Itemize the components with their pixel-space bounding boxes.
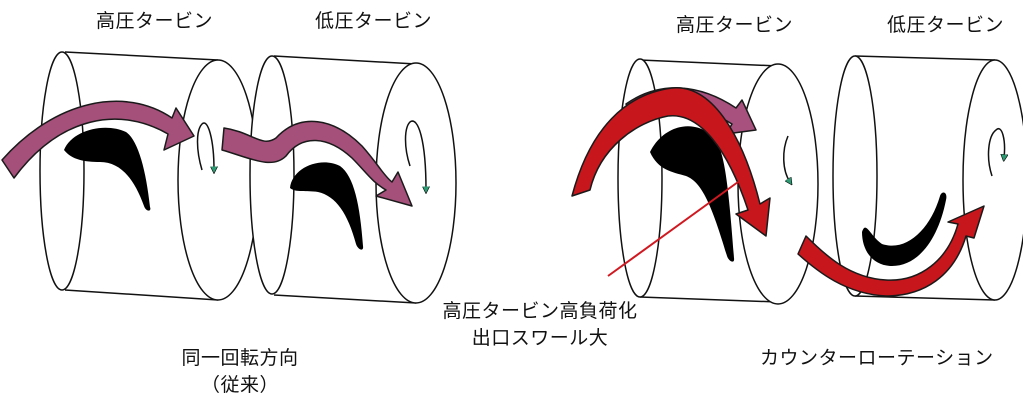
left-caption-line1: 同一回転方向 [181,347,299,369]
right-lp-rotation-arrow [987,127,1005,177]
left-hp-label: 高圧タービン [96,10,214,32]
right-hp-rotation-arrow [783,135,790,182]
right-lp-blade [862,192,947,266]
right-main-flow-arrow [571,87,771,237]
right-hp-blade [650,126,735,262]
left-lp-blade [290,162,364,250]
right-hp-label: 高圧タービン [676,14,794,36]
right-lp-drum [832,55,1023,301]
right-caption: カウンターローテーション [760,347,994,369]
left-lp-label: 低圧タービン [315,10,433,32]
left-caption-line2: （従来） [200,374,279,396]
left-flow-arrow-2 [221,120,413,207]
annotation-leader-line [607,181,739,277]
left-hp-blade [64,127,151,211]
right-lp-label: 低圧タービン [887,14,1005,36]
right-lp-flow-arrow [797,205,985,297]
annotation-line1: 高圧タービン高負荷化 [442,300,638,322]
left-lp-rotation-arrow [404,120,427,190]
left-hp-rotation-arrow [196,122,215,170]
annotation-line2: 出口スワール大 [471,327,609,349]
left-hp-drum [39,51,259,301]
left-lp-drum [249,55,457,304]
left-flow-arrow [1,100,195,179]
